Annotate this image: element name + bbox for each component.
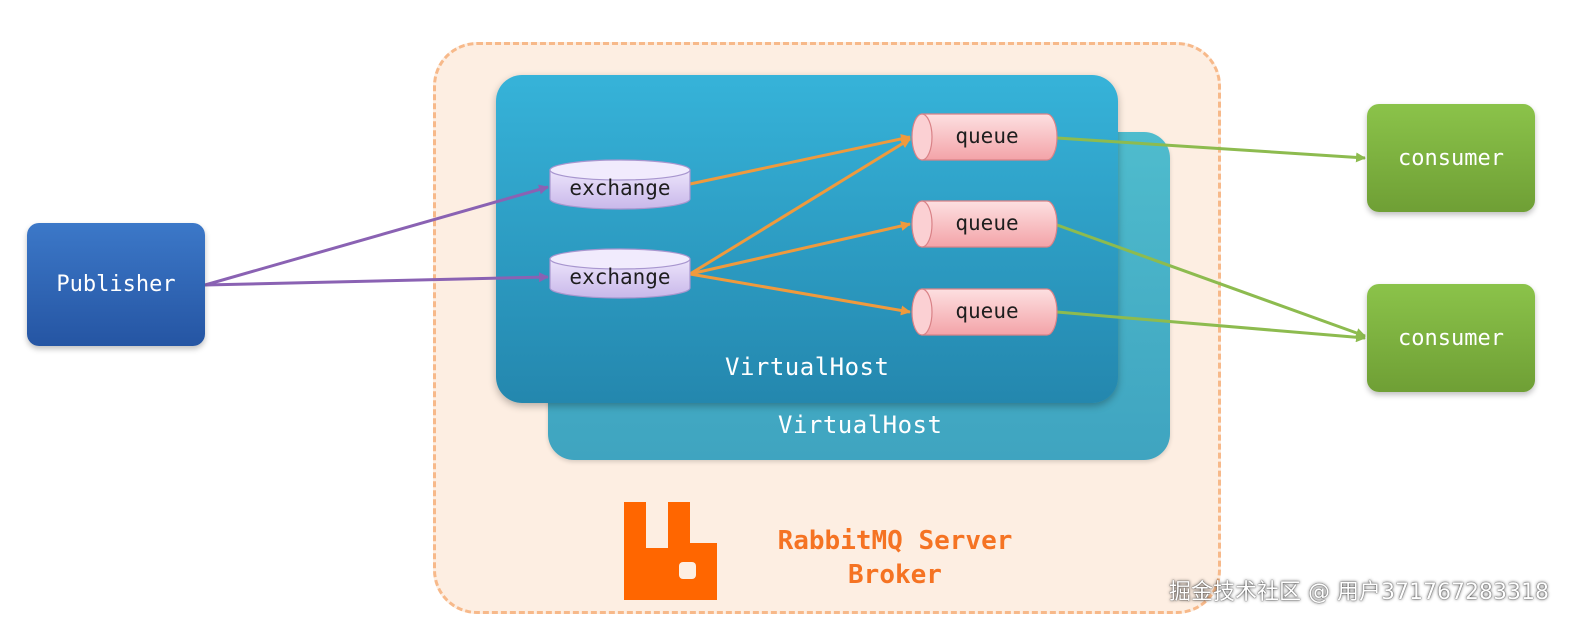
virtualhost-front-label: VirtualHost bbox=[725, 353, 890, 381]
consumer-label-2: consumer bbox=[1398, 325, 1504, 351]
publisher-node: Publisher bbox=[27, 223, 205, 346]
arrow-queue3-consumer2 bbox=[1056, 310, 1366, 343]
exchange-label-1: exchange bbox=[569, 176, 671, 200]
publisher-label: Publisher bbox=[56, 272, 176, 297]
broker-title: RabbitMQ Server bbox=[777, 526, 1013, 556]
arrow-queue2-consumer2 bbox=[1056, 223, 1366, 338]
queue-cylinder-1 bbox=[911, 113, 1058, 161]
arrow-publisher-exchange-2 bbox=[204, 272, 549, 287]
consumer-node-2: consumer bbox=[1367, 284, 1535, 392]
exchange-label-2: exchange bbox=[569, 265, 671, 289]
watermark-text: 掘金技术社区 @ 用户371767283318 bbox=[1169, 580, 1549, 605]
arrow-publisher-exchange-1 bbox=[204, 184, 549, 287]
exchange-cylinder-1 bbox=[549, 159, 691, 210]
arrow-exchange2-queue3 bbox=[689, 272, 911, 316]
virtualhost-back-label: VirtualHost bbox=[778, 411, 943, 439]
queue-cylinder-2 bbox=[911, 200, 1058, 248]
arrow-exchange2-queue2 bbox=[689, 221, 911, 276]
broker-subtitle: Broker bbox=[848, 560, 942, 590]
queue-label-1: queue bbox=[955, 124, 1019, 148]
publish-arrows bbox=[204, 184, 549, 287]
arrow-exchange1-queue1 bbox=[689, 133, 911, 186]
exchange-cylinder-2 bbox=[549, 248, 691, 299]
arrow-queue1-consumer1 bbox=[1056, 136, 1366, 163]
route-arrows bbox=[689, 133, 911, 316]
rabbitmq-logo-icon bbox=[624, 502, 717, 600]
consumer-node-1: consumer bbox=[1367, 104, 1535, 212]
consume-arrows bbox=[1056, 136, 1366, 343]
queue-label-3: queue bbox=[955, 299, 1019, 323]
queue-label-2: queue bbox=[955, 211, 1019, 235]
queue-cylinder-3 bbox=[911, 288, 1058, 336]
arrow-exchange2-queue1 bbox=[689, 137, 911, 276]
consumer-label-1: consumer bbox=[1398, 145, 1504, 171]
